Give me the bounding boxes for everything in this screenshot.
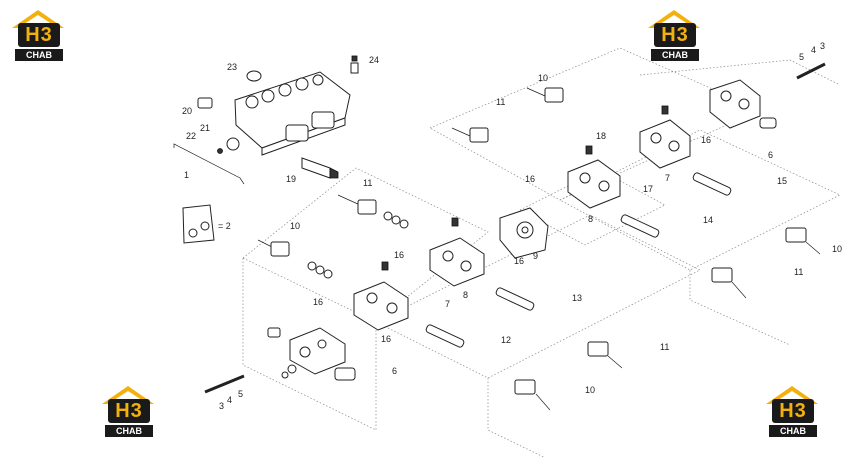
callout-7a: 7 <box>445 299 450 309</box>
callout-9: 9 <box>533 251 538 261</box>
brand-logo: H3 CHAB <box>644 8 704 62</box>
callout-16c: 16 <box>381 334 391 344</box>
logo-caption: CHAB <box>651 49 699 61</box>
callout-5a: 5 <box>238 389 243 399</box>
logo-caption: CHAB <box>15 49 63 61</box>
callout-16a: 16 <box>394 250 404 260</box>
callout-3b: 3 <box>820 41 825 51</box>
spools-and-caps <box>204 62 826 411</box>
callout-4b: 4 <box>811 45 816 55</box>
callout-5b: 5 <box>799 52 804 62</box>
callout-22: 22 <box>186 131 196 141</box>
callout-11c: 11 <box>660 342 669 352</box>
callout-23: 23 <box>227 62 237 72</box>
callout-16b: 16 <box>313 297 323 307</box>
callout-10c: 10 <box>585 385 595 395</box>
logo-mark: H3 <box>115 400 143 422</box>
callout-10a: 10 <box>290 221 300 231</box>
callout-24: 24 <box>369 55 379 65</box>
label-plate <box>182 204 215 244</box>
callout-16e: 16 <box>525 174 535 184</box>
callout-17: 17 <box>643 184 653 194</box>
callout-11b: 11 <box>496 97 505 107</box>
callout-7b: 7 <box>665 173 670 183</box>
callout-13: 13 <box>572 293 582 303</box>
callout-11a: 11 <box>363 178 372 188</box>
logo-mark: H3 <box>25 24 53 46</box>
callout-16f: 16 <box>701 135 711 145</box>
callout-8a: 8 <box>463 290 468 300</box>
logo-caption: CHAB <box>769 425 817 437</box>
callout-6b: 6 <box>768 150 773 160</box>
logo-mark: H3 <box>779 400 807 422</box>
section-blocks <box>267 79 777 381</box>
assembled-valve-block <box>173 55 359 185</box>
callout-2: = 2 <box>218 221 231 231</box>
callout-10b: 10 <box>538 73 548 83</box>
callout-15: 15 <box>777 176 787 186</box>
callout-11d: 11 <box>794 267 803 277</box>
callout-20: 20 <box>182 106 192 116</box>
callout-18: 18 <box>596 131 606 141</box>
logo-caption: CHAB <box>105 425 153 437</box>
callout-16d: 16 <box>514 256 524 266</box>
callout-12: 12 <box>501 335 511 345</box>
callout-8b: 8 <box>588 214 593 224</box>
brand-logo: H3 CHAB <box>8 8 68 62</box>
callout-10d: 10 <box>832 244 842 254</box>
brand-logo: H3 CHAB <box>98 384 158 438</box>
callout-labels: 1 = 2 19 20 21 22 23 24 11 10 16 16 16 1… <box>182 41 842 411</box>
callout-19: 19 <box>286 174 296 184</box>
callout-14: 14 <box>703 215 713 225</box>
logo-mark: H3 <box>661 24 689 46</box>
brand-logo: H3 CHAB <box>762 384 822 438</box>
callout-4a: 4 <box>227 395 232 405</box>
callout-1: 1 <box>184 170 189 180</box>
callout-6a: 6 <box>392 366 397 376</box>
callout-21: 21 <box>200 123 210 133</box>
callout-3a: 3 <box>219 401 224 411</box>
